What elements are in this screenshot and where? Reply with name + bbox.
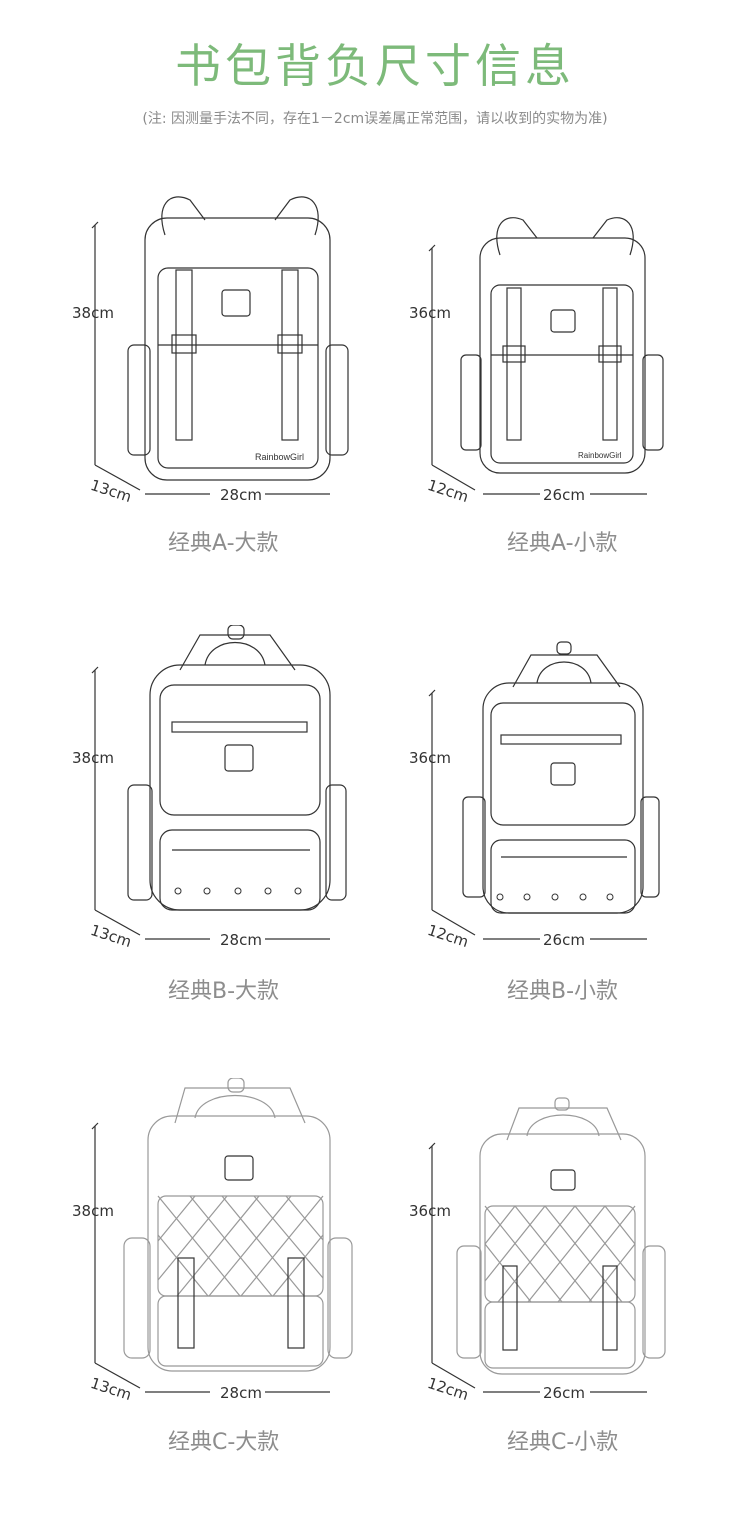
product-caption: 经典B-小款 (507, 979, 619, 1004)
backpack-a-small-drawing: RainbowGirl (428, 217, 664, 495)
backpack-b-large-drawing (91, 625, 347, 940)
heart-row (174, 887, 302, 895)
product-c-small: 36cm 26cm 12cm 经典C-小款 (375, 1078, 750, 1538)
height-label: 36cm (409, 304, 451, 322)
backpack-c-small-drawing (428, 1097, 666, 1393)
brand-text: RainbowGirl (255, 452, 304, 462)
heart-row (496, 893, 614, 901)
height-label: 36cm (409, 749, 451, 767)
backpack-b-small-drawing (428, 641, 660, 940)
product-b-small: 36cm 26cm 12cm 经典B-小款 (375, 625, 750, 1085)
page-title: 书包背负尺寸信息 (175, 39, 575, 93)
product-a-small: RainbowGirl 36cm 26cm 12cm 经典A-小款 (375, 180, 750, 640)
width-label: 26cm (543, 931, 585, 949)
height-label: 36cm (409, 1202, 451, 1220)
product-caption: 经典A-小款 (507, 531, 618, 556)
product-caption: 经典C-大款 (168, 1430, 280, 1455)
height-label: 38cm (72, 1202, 114, 1220)
height-label: 38cm (72, 304, 114, 322)
backpack-a-large-drawing: RainbowGirl (91, 196, 349, 495)
width-label: 28cm (220, 1384, 262, 1402)
product-c-large: 38cm 28cm 13cm 经典C-大款 (0, 1078, 375, 1538)
product-a-large: RainbowGirl 38cm 28cm 13cm 经典A-大款 (0, 180, 375, 640)
brand-text: RainbowGirl (578, 451, 622, 460)
measurement-note: (注: 因测量手法不同，存在1－2cm误差属正常范围，请以收到的实物为准) (142, 111, 608, 127)
product-caption: 经典C-小款 (507, 1430, 619, 1455)
width-label: 26cm (543, 486, 585, 504)
width-label: 26cm (543, 1384, 585, 1402)
product-caption: 经典B-大款 (168, 979, 280, 1004)
width-label: 28cm (220, 486, 262, 504)
backpack-c-large-drawing (91, 1078, 353, 1393)
product-caption: 经典A-大款 (168, 531, 279, 556)
height-label: 38cm (72, 749, 114, 767)
width-label: 28cm (220, 931, 262, 949)
product-b-large: 38cm 28cm 13cm 经典B-大款 (0, 625, 375, 1085)
